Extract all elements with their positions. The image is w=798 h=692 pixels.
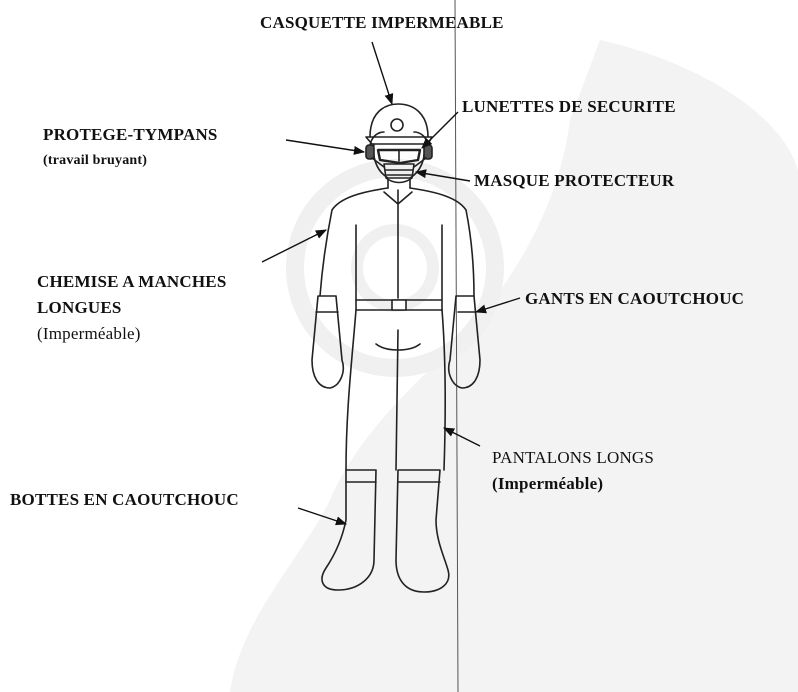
label-mask: MASQUE PROTECTEUR (474, 171, 674, 191)
label-goggles: LUNETTES DE SECURITE (462, 97, 676, 117)
arrow-gloves (476, 298, 520, 312)
arrow-shirt (262, 230, 326, 262)
arrow-trousers (444, 428, 480, 446)
arrow-ear-protectors (286, 140, 364, 152)
label-boots: BOTTES EN CAOUTCHOUC (10, 490, 239, 510)
label-trousers-note: (Imperméable) (492, 474, 603, 494)
arrow-boots (298, 508, 346, 524)
label-shirt-line1: CHEMISE A MANCHES (37, 272, 227, 292)
label-cap: CASQUETTE IMPERMEABLE (260, 13, 504, 33)
arrow-goggles (422, 112, 458, 148)
label-ear-protectors: PROTEGE-TYMPANS (43, 125, 218, 145)
label-shirt-line2: LONGUES (37, 298, 122, 318)
label-trousers: PANTALONS LONGS (492, 448, 654, 468)
label-gloves: GANTS EN CAOUTCHOUC (525, 289, 744, 309)
label-shirt-note: (Imperméable) (37, 324, 141, 344)
label-ear-protectors-note: (travail bruyant) (43, 153, 147, 169)
arrow-mask (416, 172, 470, 181)
arrow-cap (372, 42, 392, 104)
